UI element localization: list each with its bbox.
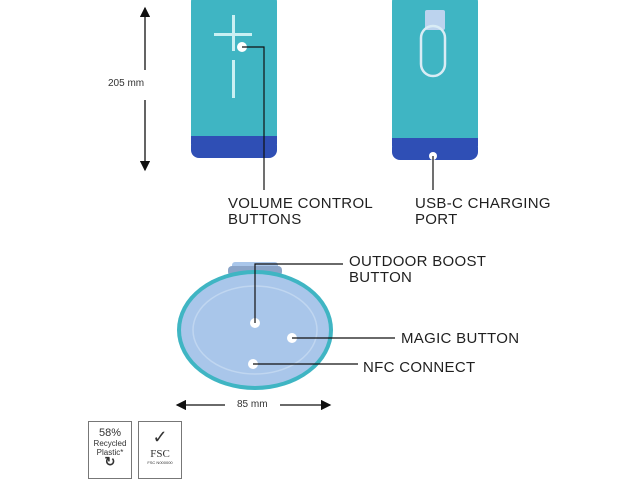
tree-icon: ✓ (152, 427, 168, 447)
speaker-front (191, 0, 277, 190)
nfc-callout: NFC CONNECT (363, 359, 476, 376)
height-label: 205 mm (108, 78, 145, 89)
speaker-back (392, 0, 478, 190)
recycled-plastic-badge: 58% Recycled Plastic* ↻ (88, 421, 132, 479)
speaker-bottom (177, 262, 395, 390)
recycle-icon: ↻ (104, 454, 116, 469)
magic-button-callout: MAGIC BUTTON (401, 330, 520, 347)
width-label: 85 mm (237, 399, 268, 410)
fsc-badge: ✓ FSC FSC N000000 (138, 421, 182, 479)
